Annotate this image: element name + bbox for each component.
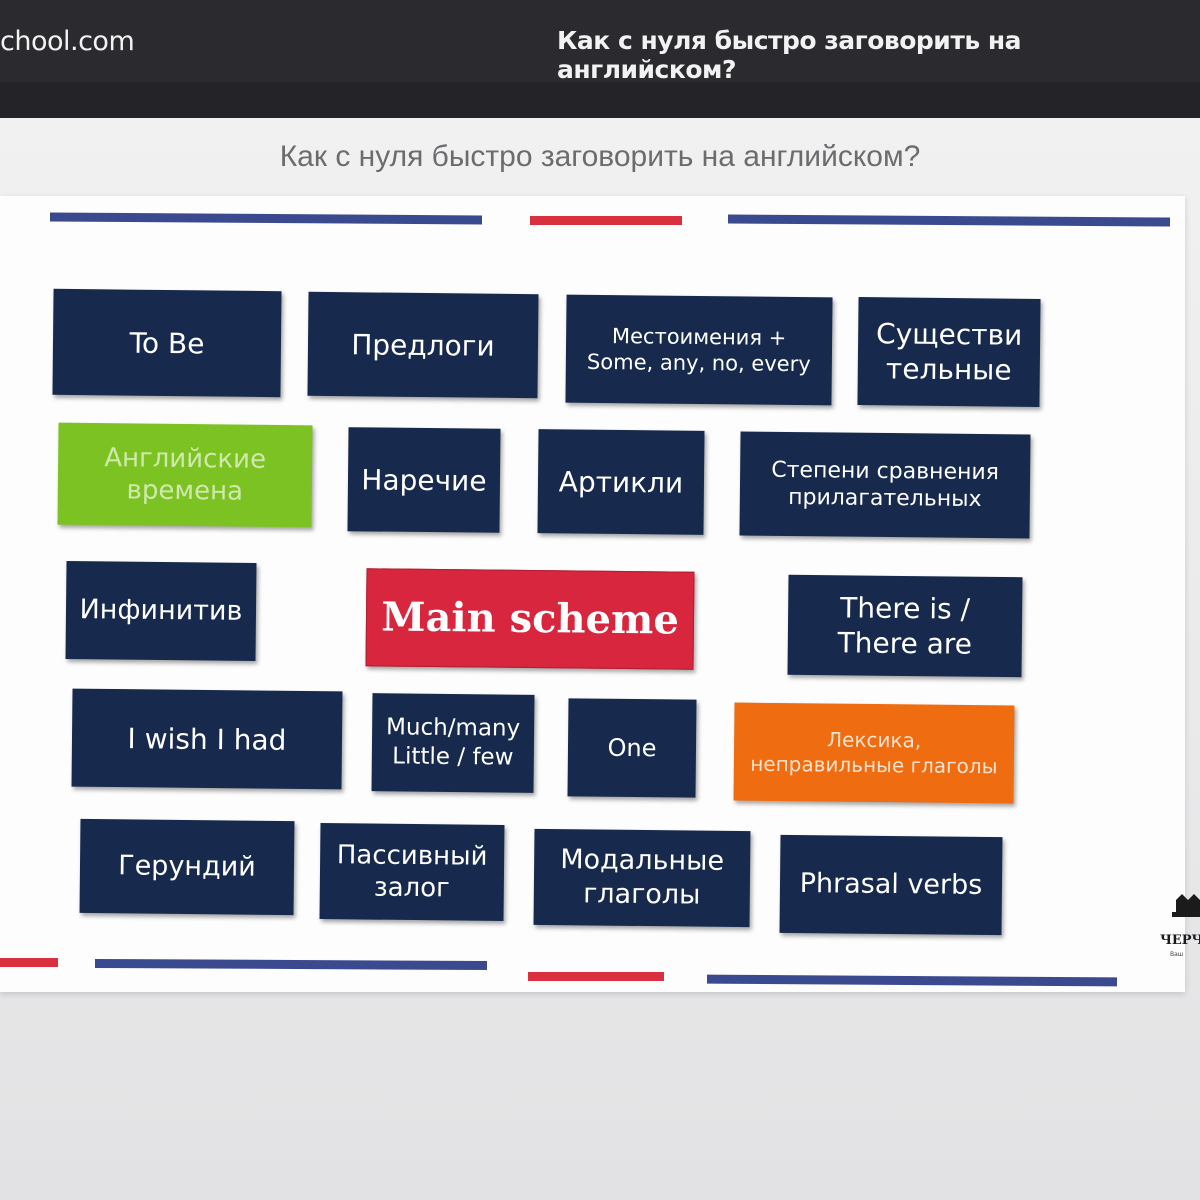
tile-label: Модальные глаголы bbox=[560, 844, 725, 911]
tile-label: Степени сравнения прилагательных bbox=[771, 457, 1000, 513]
page-title: Как с нуля быстро заговорить на английск… bbox=[279, 140, 921, 173]
stripe-bottom-center bbox=[528, 972, 664, 981]
tile-label: Существи тельные bbox=[875, 317, 1023, 387]
tile-label: Phrasal verbs bbox=[799, 868, 983, 902]
tile-passivnyy-zalog[interactable]: Пассивный залог bbox=[319, 823, 505, 921]
tile-label: Лексика, неправильные глаголы bbox=[750, 727, 998, 779]
stripe-bottom-left-red bbox=[0, 958, 58, 967]
tile-label: Артикли bbox=[558, 464, 684, 500]
tile-mestoimeniya[interactable]: Местоимения + Some, any, no, every bbox=[565, 294, 833, 406]
tile-angliyskie-vremena[interactable]: Английские времена bbox=[57, 422, 313, 528]
tile-modalnye-glagoly[interactable]: Модальные глаголы bbox=[533, 828, 751, 928]
tile-i-wish-i-had[interactable]: I wish I had bbox=[71, 688, 343, 790]
site-name[interactable]: chool.com bbox=[0, 26, 135, 57]
tile-narechie[interactable]: Наречие bbox=[347, 427, 501, 533]
tile-label: Наречие bbox=[361, 462, 487, 498]
tile-label: Предлоги bbox=[351, 327, 495, 363]
tile-to-be[interactable]: To Be bbox=[52, 288, 282, 398]
toolbar-band bbox=[0, 82, 1200, 120]
tile-label: One bbox=[607, 733, 657, 763]
browser-tab-bar: chool.com Как с нуля быстро заговорить н… bbox=[0, 0, 1200, 84]
tile-predlogi[interactable]: Предлоги bbox=[307, 291, 539, 399]
stripe-top-left bbox=[50, 212, 482, 225]
tile-stepeni-sravneniya[interactable]: Степени сравнения прилагательных bbox=[739, 431, 1031, 539]
tile-phrasal-verbs[interactable]: Phrasal verbs bbox=[779, 834, 1003, 936]
tile-label: Английские времена bbox=[104, 442, 267, 507]
page-tab-title: Как с нуля быстро заговорить на английск… bbox=[557, 26, 1021, 84]
tile-label: Инфинитив bbox=[79, 594, 243, 627]
stripe-top-right bbox=[728, 214, 1170, 227]
tile-one[interactable]: One bbox=[567, 698, 697, 798]
tile-much-many[interactable]: Much/many Little / few bbox=[371, 693, 535, 793]
slide: To Be Предлоги Местоимения + Some, any, … bbox=[0, 196, 1185, 992]
tile-sushchestvitelnye[interactable]: Существи тельные bbox=[857, 297, 1041, 407]
stripe-bottom-right bbox=[707, 974, 1117, 987]
logo-subtitle: Ваш bbox=[1170, 951, 1184, 958]
tile-label: Much/many Little / few bbox=[385, 714, 521, 771]
main-scheme-button[interactable]: Main scheme bbox=[365, 568, 695, 670]
tile-label: There is / There are bbox=[837, 591, 973, 661]
logo-emblem-icon bbox=[1172, 894, 1200, 917]
stripe-top-center bbox=[530, 216, 682, 225]
tile-label: Пассивный залог bbox=[336, 839, 488, 904]
tile-label: I wish I had bbox=[127, 721, 287, 757]
tile-there-is-there-are[interactable]: There is / There are bbox=[787, 574, 1023, 678]
school-logo: ЧЕРЧ Ваш bbox=[1150, 885, 1200, 975]
tile-gerundiy[interactable]: Герундий bbox=[79, 818, 295, 916]
logo-name: ЧЕРЧ bbox=[1160, 933, 1200, 948]
tile-label: Герундий bbox=[118, 850, 256, 883]
tile-label: Main scheme bbox=[380, 593, 680, 644]
tile-artikli[interactable]: Артикли bbox=[537, 429, 705, 535]
tile-leksika[interactable]: Лексика, неправильные глаголы bbox=[733, 702, 1015, 804]
stripe-bottom-left bbox=[95, 958, 487, 971]
tile-label: To Be bbox=[129, 326, 205, 360]
tile-label: Местоимения + Some, any, no, every bbox=[586, 323, 811, 377]
tile-infinitiv[interactable]: Инфинитив bbox=[65, 561, 257, 661]
